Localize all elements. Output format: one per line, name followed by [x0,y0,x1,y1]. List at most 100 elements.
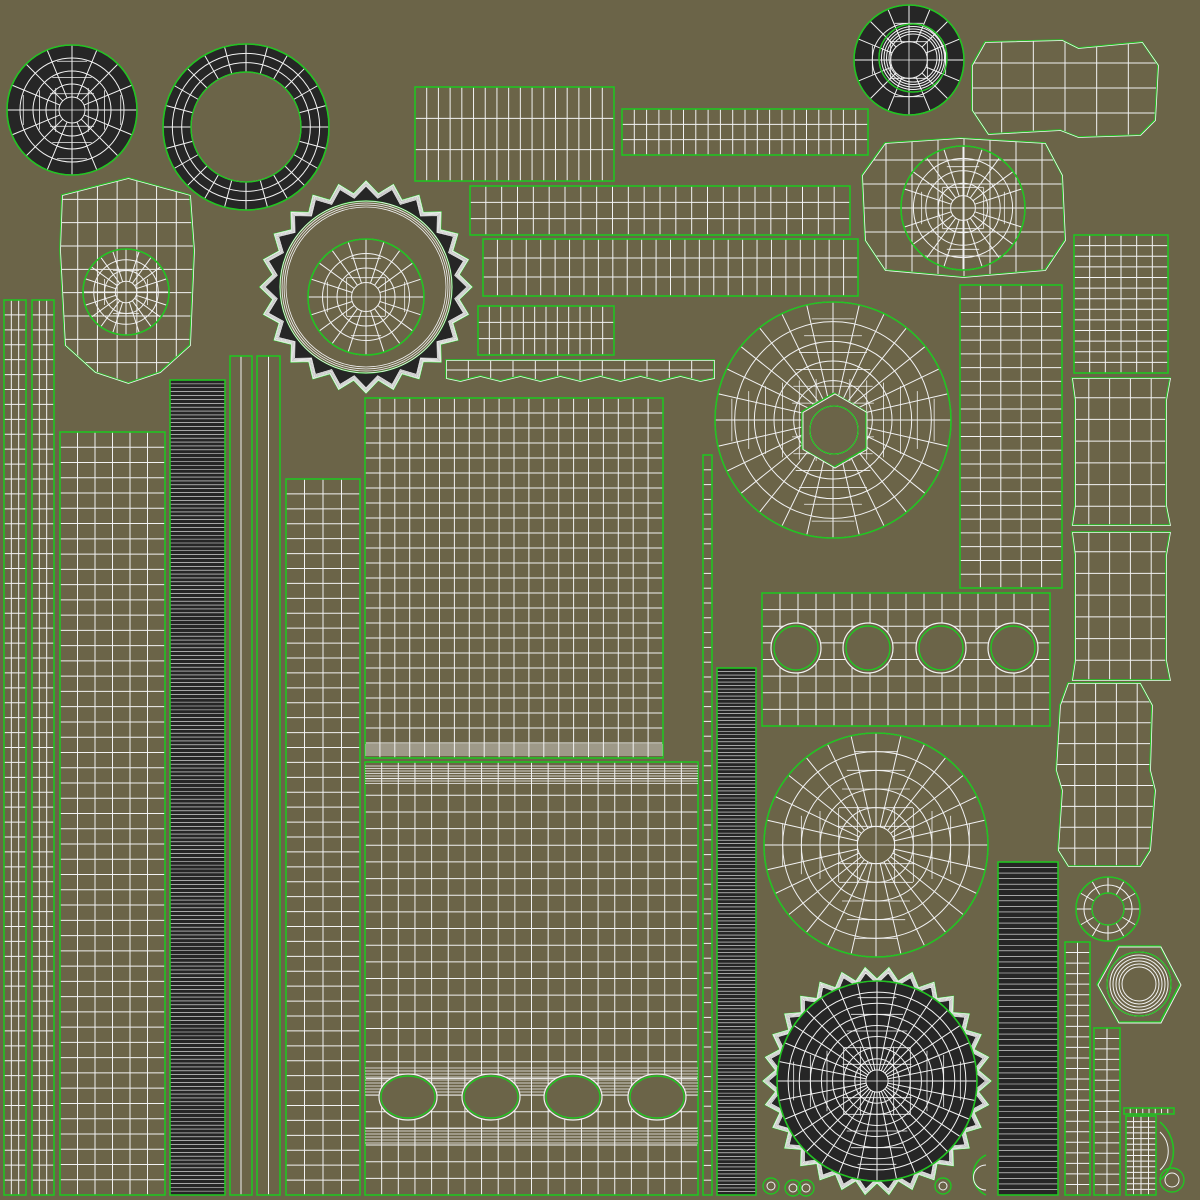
tiny-cap-3 [797,1179,815,1197]
wire-edge [310,278,353,293]
wire-edge [972,171,1014,202]
wire-edge [805,1009,870,1074]
wire-edge [887,76,903,112]
wire-edge [880,988,916,1071]
island-seam [1091,892,1125,926]
wire-edge [850,863,873,955]
wire-edge [880,1091,916,1174]
gear-tooth-edge [259,180,473,394]
hole-edge [543,1073,603,1121]
island-seam [31,299,55,1196]
wire-edge [90,297,118,318]
hole-seam [918,625,964,671]
wire-edge [759,327,822,405]
wire-edge [925,38,961,54]
wire-edge [128,250,140,282]
island-seam [6,44,138,176]
wire-edge [912,171,954,202]
hole-seam [629,1075,685,1119]
wire-ring [888,33,938,83]
wire-edge [331,308,358,345]
wire-edge [879,863,902,955]
wire-edge [83,84,133,106]
wire-edge [844,327,907,405]
dish-large [714,301,952,539]
wire-edge [1091,881,1101,896]
dark-strip-right [997,861,1059,1196]
wire-edge [318,262,355,289]
wire-edge [1121,916,1136,926]
wire-edge [347,310,362,353]
wire-edge [766,848,858,871]
dark-strip-center [716,667,757,1196]
strip-left-a [3,299,27,1196]
wire-edge [165,140,194,149]
wire-edge [84,294,116,306]
wire-edge [969,217,1000,259]
bracket-left-dome [82,248,170,336]
strip-right-top [1073,234,1169,374]
wire-ring [1112,957,1166,1011]
wire-edge [903,211,952,228]
island-seam [482,238,859,297]
wire-edge [894,848,986,871]
wire-edge [740,346,818,409]
gear-tooth-edge [765,969,989,1193]
wire-ring [881,26,945,90]
wire-edge [112,302,124,334]
gear-ring-mid-dome [307,238,425,356]
wire-edge [892,795,978,838]
wire-edge [774,795,860,838]
wire-edge [766,819,858,842]
strip-right-tall [959,284,1063,589]
island-seam [162,43,330,211]
wire-edge [377,262,414,289]
wire-edge [25,63,64,102]
wire-edge [805,757,865,831]
wire-edge [1080,916,1095,926]
hole-edge [770,622,822,674]
wire-edge [84,278,116,290]
arc-piece-bottom [972,1121,1185,1196]
gear-tooth-edge [260,181,472,393]
panel-center-hole-4 [627,1073,687,1121]
wire-edge [966,219,983,268]
island-wire [60,178,194,383]
wire-edge [374,249,401,286]
island-wire [1072,378,1170,525]
wire-edge [850,735,873,827]
wire-edge [969,157,1000,199]
wire-edge [912,214,954,245]
wire-edge [926,157,957,199]
wire-edge [838,988,874,1071]
island-seam [477,305,615,356]
island-border-wire [1056,683,1156,867]
wire-edge [885,1086,961,1137]
bracket-left [59,177,195,384]
wire-edge [883,861,926,947]
island-seam [716,667,757,1196]
island-seam [445,359,715,382]
strip-thin-center [702,454,713,1196]
wire-edge [46,121,68,171]
wire-ring [279,200,453,374]
wire-edge [774,852,860,895]
strip-top-a [414,86,615,182]
bracket-right-dome [900,145,1026,271]
wire-edge [1115,881,1125,896]
gear-tooth-edge [767,972,987,1190]
wire-ring [1121,966,1157,1002]
hole-seam [773,625,819,671]
strip-thin-b [256,355,281,1196]
wire-ring [886,31,940,85]
panel-center-upper [364,397,664,759]
island-seam [621,108,869,156]
wire-edge [173,154,199,169]
wire-edge [100,256,121,284]
wire-edge [887,859,947,933]
cap-seam [797,1179,815,1197]
dark-gear-dome-core [776,980,978,1182]
island-seam [809,405,859,455]
hex-edge [1097,946,1182,1024]
